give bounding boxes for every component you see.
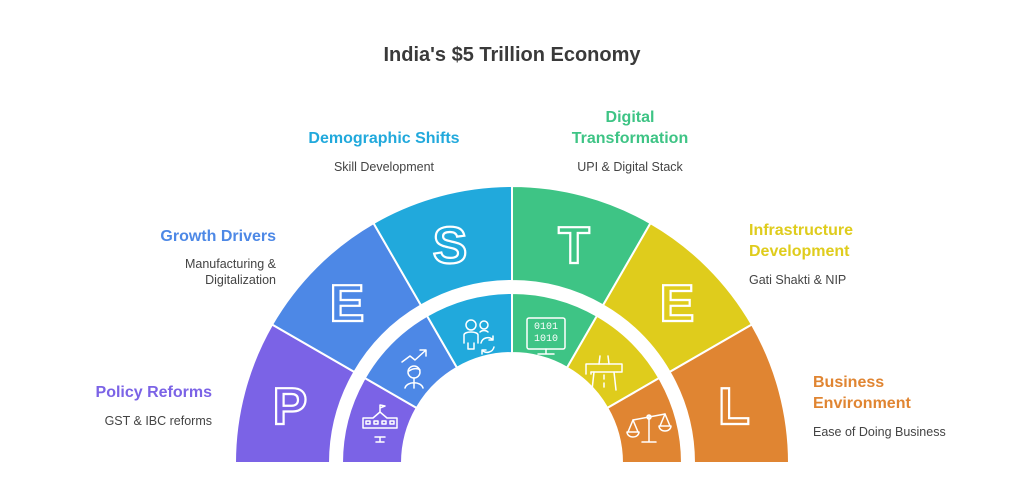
label-digital-1: Digital bbox=[605, 109, 655, 126]
sub-demographic-shifts: Skill Development bbox=[333, 160, 435, 174]
sub-growth-drivers-2: Digitalization bbox=[205, 273, 276, 287]
binary-text-2: 1010 bbox=[534, 334, 558, 345]
sub-growth-drivers-1: Manufacturing & bbox=[184, 257, 276, 271]
label-digital-2: Transformation bbox=[571, 130, 689, 147]
label-infrastructure-1: Infrastructure bbox=[749, 222, 854, 239]
government-building-icon bbox=[362, 404, 398, 443]
sub-business: Ease of Doing Business bbox=[813, 425, 946, 439]
highway-bridge-icon bbox=[585, 355, 623, 391]
person-growth-icon bbox=[401, 349, 427, 389]
label-business-2: Environment bbox=[813, 395, 911, 412]
label-infrastructure-2: Development bbox=[749, 243, 850, 260]
sub-infrastructure: Gati Shakti & NIP bbox=[749, 273, 847, 287]
label-growth-drivers: Growth Drivers bbox=[160, 228, 276, 245]
binary-text-1: 0101 bbox=[534, 322, 558, 333]
letter-t: T bbox=[558, 217, 590, 275]
sub-digital: UPI & Digital Stack bbox=[577, 160, 683, 174]
label-policy-reforms: Policy Reforms bbox=[95, 384, 212, 401]
people-refresh-icon bbox=[463, 319, 495, 355]
binary-monitor-icon bbox=[526, 317, 566, 355]
balance-scale-icon bbox=[626, 413, 672, 443]
letter-p: P bbox=[273, 378, 308, 436]
letter-e2: E bbox=[660, 275, 695, 333]
letter-e1: E bbox=[330, 275, 365, 333]
label-business-1: Business bbox=[813, 374, 885, 391]
sub-policy-reforms: GST & IBC reforms bbox=[104, 414, 212, 428]
label-demographic-shifts: Demographic Shifts bbox=[308, 130, 460, 147]
page-title: India's $5 Trillion Economy bbox=[383, 44, 641, 66]
letter-l: L bbox=[718, 378, 750, 436]
letter-s: S bbox=[433, 217, 468, 275]
segment-inner-l[interactable] bbox=[606, 377, 683, 464]
segment-outer-l[interactable] bbox=[668, 323, 790, 464]
